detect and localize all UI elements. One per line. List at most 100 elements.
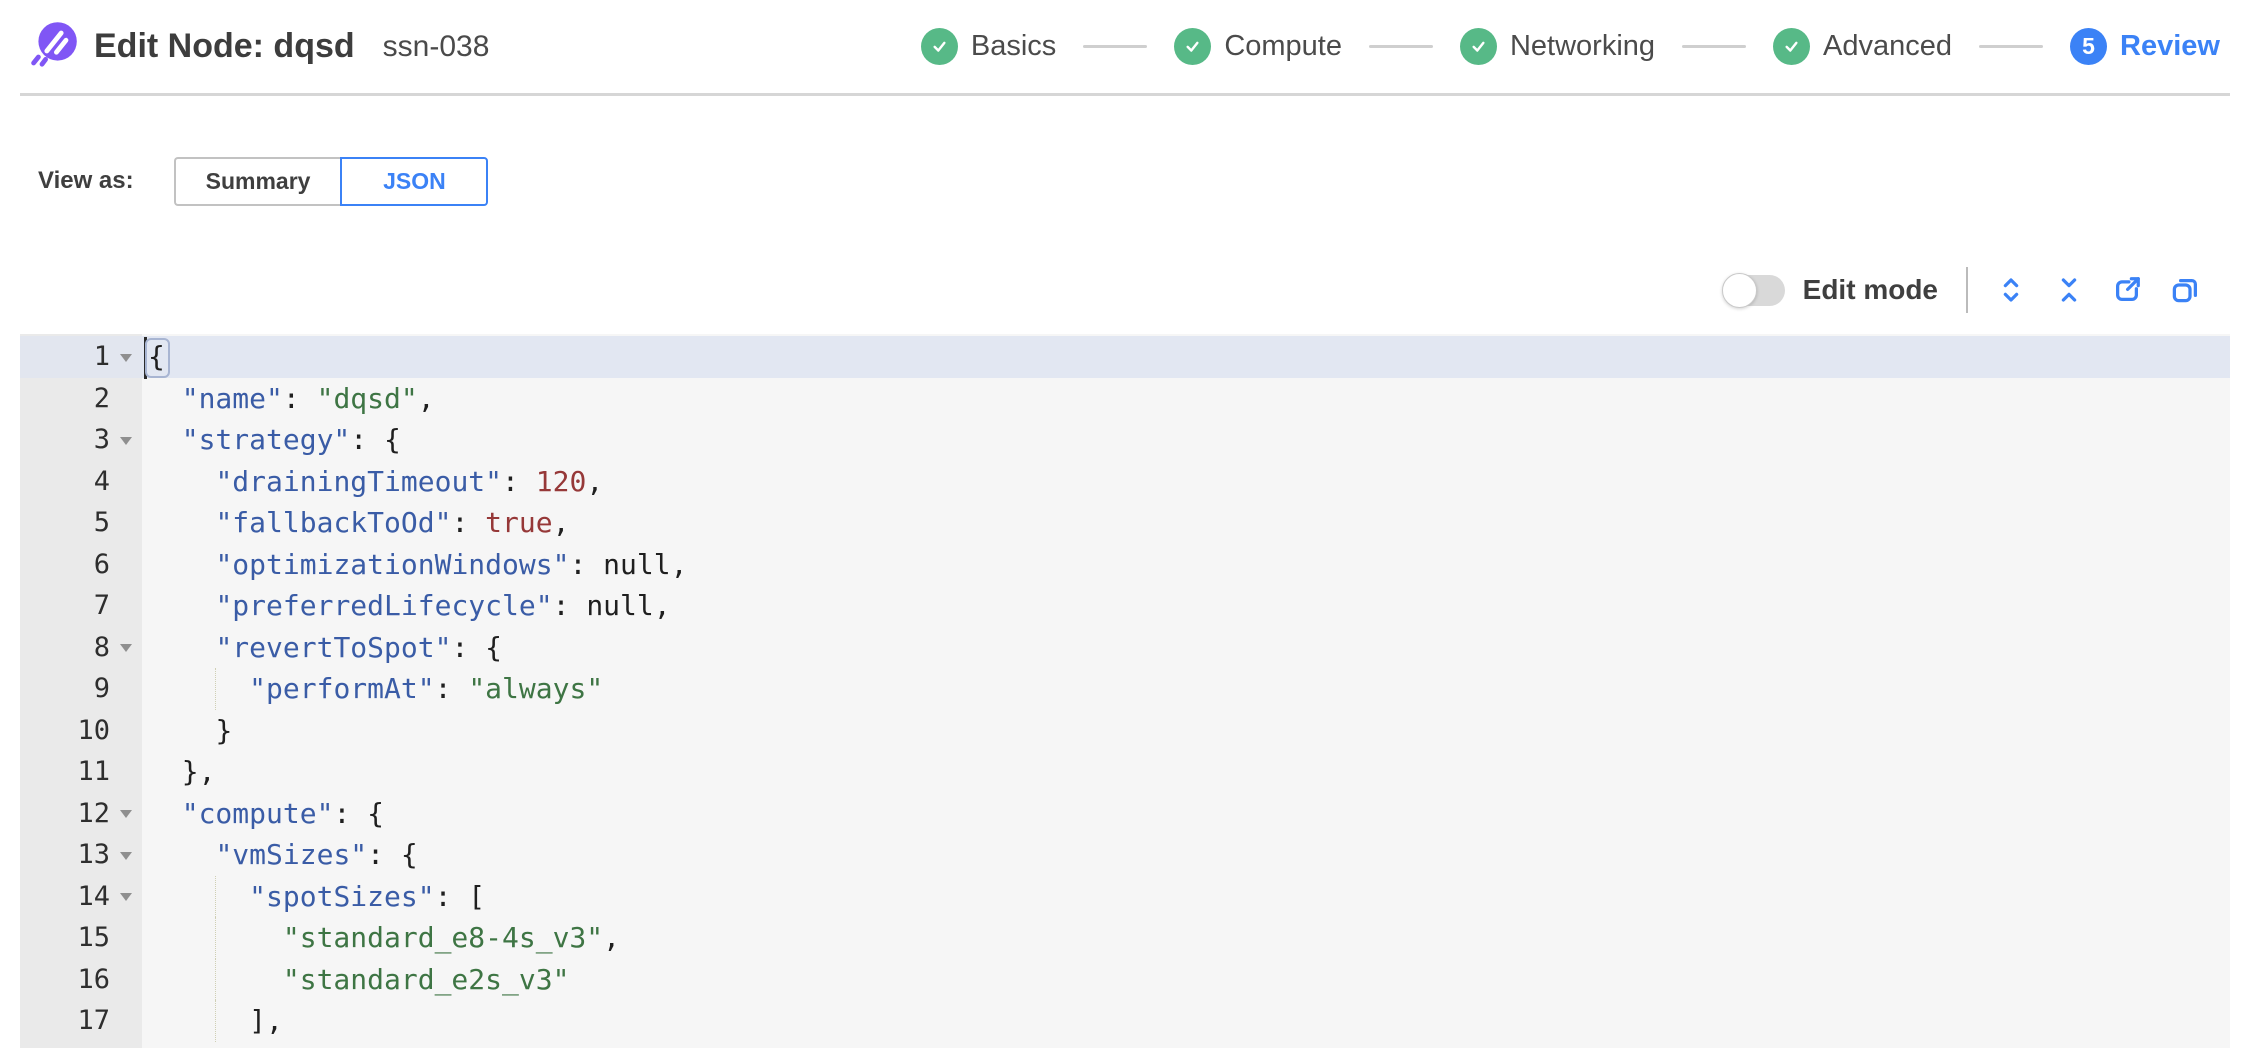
step-compute[interactable]: Compute xyxy=(1174,28,1342,65)
fold-arrow-icon xyxy=(120,353,132,362)
token-punc: : { xyxy=(333,796,385,830)
editor-line-5[interactable]: 5 "fallbackToOd": true, xyxy=(20,502,2230,544)
step-basics[interactable]: Basics xyxy=(920,28,1057,65)
fold-slot xyxy=(110,461,142,503)
line-number: 10 xyxy=(77,714,110,746)
fold-toggle[interactable] xyxy=(110,627,142,669)
step-check-icon xyxy=(1459,28,1497,65)
editor-line-16[interactable]: 16 "standard_e2s_v3" xyxy=(20,958,2230,1000)
gutter-cell: 2 xyxy=(20,377,142,420)
fold-toggle[interactable] xyxy=(110,793,142,835)
fold-slot xyxy=(110,668,142,710)
editor-line-15[interactable]: 15 "standard_e8-4s_v3", xyxy=(20,917,2230,959)
token-key: "name" xyxy=(181,381,283,415)
indent-guide xyxy=(215,958,217,1000)
toggle-knob xyxy=(1721,272,1757,308)
edit-mode-label: Edit mode xyxy=(1802,274,1938,305)
token-punc: : xyxy=(552,589,587,622)
copy-icon[interactable] xyxy=(2168,273,2202,307)
code-content[interactable]: "standard_e8-4s_v3", xyxy=(142,917,2230,959)
code-content[interactable]: "name": "dqsd", xyxy=(142,378,2230,420)
gutter-cell: 12 xyxy=(20,792,142,835)
gutter-cell: 14 xyxy=(20,875,142,918)
line-number: 17 xyxy=(77,1005,110,1036)
editor-line-10[interactable]: 10 } xyxy=(20,709,2230,752)
gutter-cell: 8 xyxy=(20,626,142,669)
editor-line-7[interactable]: 7 "preferredLifecycle": null, xyxy=(20,585,2230,627)
editor-line-17[interactable]: 17 ], xyxy=(20,1000,2230,1042)
step-connector xyxy=(1979,45,2044,48)
editor-line-2[interactable]: 2 "name": "dqsd", xyxy=(20,377,2230,420)
fold-toggle[interactable] xyxy=(110,876,142,918)
gutter-cell: 3 xyxy=(20,419,142,461)
fold-slot xyxy=(110,1000,142,1042)
gutter-cell: 11 xyxy=(20,751,142,793)
view-as-row: View as: Summary JSON xyxy=(38,156,2250,206)
code-content[interactable]: "revertToSpot": { xyxy=(142,627,2230,669)
editor-line-9[interactable]: 9 "performAt": "always" xyxy=(20,668,2230,710)
json-editor[interactable]: 1{2 "name": "dqsd",3 "strategy": {4 "dra… xyxy=(20,334,2230,1048)
view-as-json-button[interactable]: JSON xyxy=(340,156,489,206)
code-content[interactable]: "spotSizes": [ xyxy=(142,875,2230,917)
editor-line-12[interactable]: 12 "compute": { xyxy=(20,792,2230,835)
code-content[interactable]: } xyxy=(142,710,2230,752)
token-punc: , xyxy=(552,506,570,539)
step-connector xyxy=(1368,45,1433,48)
code-content[interactable]: "strategy": { xyxy=(142,419,2230,461)
step-check-icon xyxy=(1174,28,1212,65)
gutter-cell: 10 xyxy=(20,709,142,751)
token-null: null xyxy=(586,589,654,622)
editor-line-4[interactable]: 4 "drainingTimeout": 120, xyxy=(20,460,2230,503)
code-content[interactable]: "drainingTimeout": 120, xyxy=(142,461,2230,503)
fold-toggle[interactable] xyxy=(110,419,142,461)
step-networking[interactable]: Networking xyxy=(1459,28,1655,65)
editor-line-1[interactable]: 1{ xyxy=(20,336,2230,379)
edit-mode-toggle[interactable] xyxy=(1721,272,1785,308)
code-content[interactable]: { xyxy=(142,336,2230,379)
editor-line-13[interactable]: 13 "vmSizes": { xyxy=(20,834,2230,876)
gutter-cell: 15 xyxy=(20,917,142,959)
token-punc: : { xyxy=(367,838,418,871)
step-label: Basics xyxy=(970,30,1057,62)
token-punc: , xyxy=(586,464,604,498)
editor-line-11[interactable]: 11 }, xyxy=(20,751,2230,793)
token-punc: , xyxy=(653,589,671,622)
line-number: 16 xyxy=(77,963,110,995)
editor-line-6[interactable]: 6 "optimizationWindows": null, xyxy=(20,543,2230,586)
line-number: 9 xyxy=(93,673,110,704)
code-content[interactable]: }, xyxy=(142,751,2230,793)
gutter-cell: 1 xyxy=(20,336,142,378)
code-content[interactable]: "optimizationWindows": null, xyxy=(142,544,2230,586)
expand-all-icon[interactable] xyxy=(1994,273,2028,307)
step-label: Advanced xyxy=(1823,30,1953,62)
editor-line-14[interactable]: 14 "spotSizes": [ xyxy=(20,875,2230,918)
editor-line-8[interactable]: 8 "revertToSpot": { xyxy=(20,626,2230,669)
token-bool: true xyxy=(485,506,553,539)
token-key: "fallbackToOd" xyxy=(215,506,452,539)
fold-slot xyxy=(110,378,142,420)
collapse-all-icon[interactable] xyxy=(2052,273,2086,307)
code-content[interactable]: "preferredLifecycle": null, xyxy=(142,585,2230,627)
token-key: "compute" xyxy=(181,796,334,830)
view-as-summary-button[interactable]: Summary xyxy=(173,156,341,206)
fold-slot xyxy=(110,544,142,586)
step-advanced[interactable]: Advanced xyxy=(1773,28,1952,65)
token-punc: }, xyxy=(181,755,216,788)
code-content[interactable]: ], xyxy=(142,1000,2230,1042)
code-content[interactable]: "compute": { xyxy=(142,793,2230,835)
node-id: ssn-038 xyxy=(382,29,490,63)
code-content[interactable]: "fallbackToOd": true, xyxy=(142,502,2230,544)
fold-toggle[interactable] xyxy=(110,336,142,378)
fold-arrow-icon xyxy=(120,810,132,819)
fold-toggle[interactable] xyxy=(110,834,142,876)
code-content[interactable]: "performAt": "always" xyxy=(142,668,2230,710)
code-content[interactable]: "vmSizes": { xyxy=(142,834,2230,876)
line-number: 2 xyxy=(93,382,110,414)
editor-line-3[interactable]: 3 "strategy": { xyxy=(20,419,2230,461)
code-content[interactable]: "standard_e2s_v3" xyxy=(142,958,2230,1000)
export-icon[interactable] xyxy=(2110,273,2144,307)
step-label: Compute xyxy=(1224,30,1342,62)
